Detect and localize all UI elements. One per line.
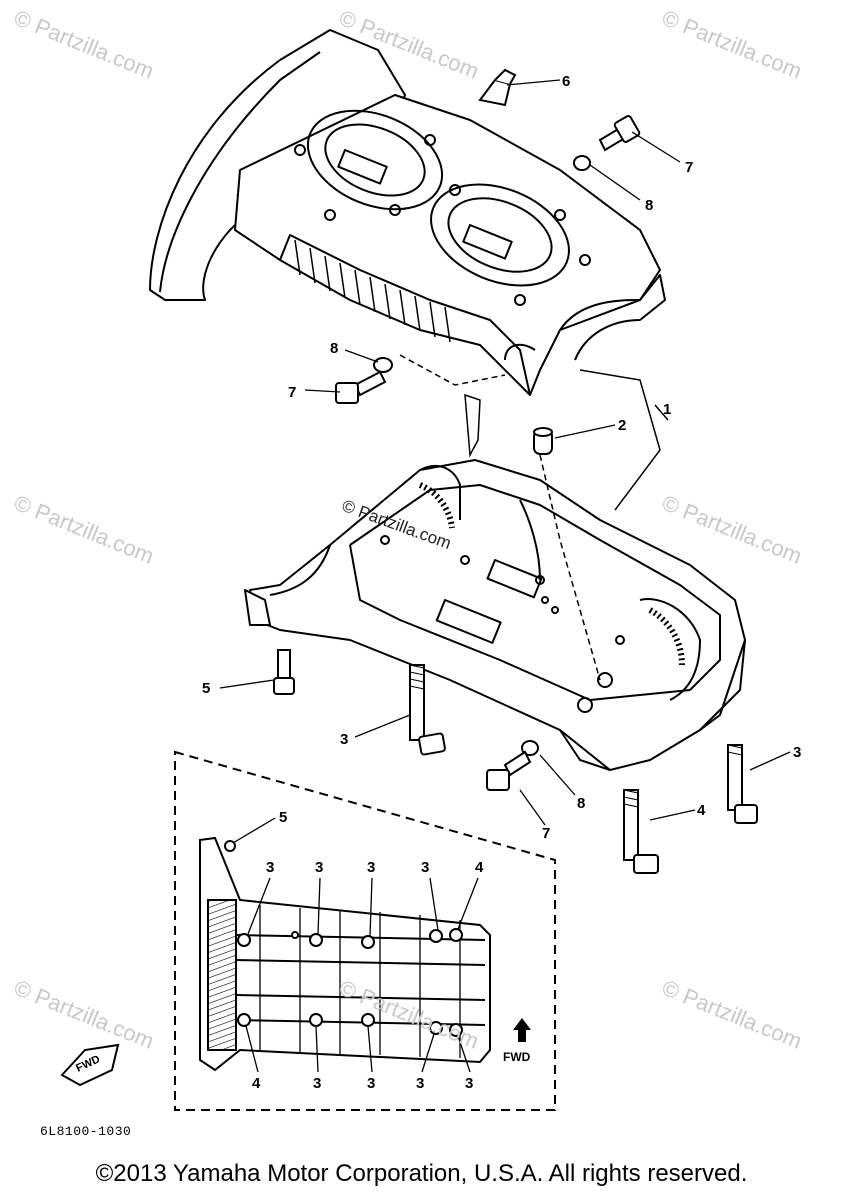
drawing-code: 6L8100-1030 xyxy=(40,1124,132,1139)
upper-crankcase xyxy=(149,29,666,396)
bolt-4 xyxy=(623,789,659,874)
bolt-3-right xyxy=(727,744,758,824)
bottom-view-inset xyxy=(174,750,556,1111)
bolt-7-lower xyxy=(486,750,532,791)
inset-callout-3d: 3 xyxy=(421,859,429,876)
inset-leader-lines xyxy=(232,817,479,1073)
inset-callout-4-bottom: 4 xyxy=(252,1075,261,1092)
callout-numbers: 6 7 8 8 7 2 1 5 3 3 8 7 4 5 3 3 3 3 4 4 … xyxy=(74,73,801,1092)
callout-7-upper: 7 xyxy=(685,159,693,176)
bolt-3-left xyxy=(409,664,446,756)
washer-8-left xyxy=(373,357,393,373)
washer-8-upper xyxy=(573,155,591,171)
inset-callout-3a: 3 xyxy=(266,859,274,876)
inset-callout-3-bottom-c: 3 xyxy=(416,1075,424,1092)
inset-callout-3-bottom-a: 3 xyxy=(313,1075,321,1092)
fwd-arrow-icon xyxy=(513,1018,531,1042)
inset-callout-3c: 3 xyxy=(367,859,375,876)
callout-3-right: 3 xyxy=(793,744,801,761)
inset-callout-5: 5 xyxy=(279,809,287,826)
callout-1: 1 xyxy=(663,401,671,418)
lower-crankcase xyxy=(244,459,746,771)
alignment-dowel xyxy=(533,427,553,455)
inset-callout-3-bottom-b: 3 xyxy=(367,1075,375,1092)
bolt-7-upper xyxy=(598,115,641,152)
plug-part-6 xyxy=(478,68,517,107)
inset-callout-4: 4 xyxy=(475,859,484,876)
fwd-badge-icon xyxy=(60,1043,120,1087)
callout-7-left: 7 xyxy=(288,384,296,401)
bolt-7-left xyxy=(335,370,387,404)
callout-6: 6 xyxy=(562,73,570,90)
bolt-5-left xyxy=(273,649,295,695)
inset-callout-3-bottom-d: 3 xyxy=(465,1075,473,1092)
fwd-label: FWD xyxy=(503,1050,531,1064)
callout-5: 5 xyxy=(202,680,210,697)
callout-3-left: 3 xyxy=(340,731,348,748)
leader-lines xyxy=(399,354,669,681)
callout-2: 2 xyxy=(618,417,626,434)
callout-leaders xyxy=(219,79,791,826)
inset-callout-3b: 3 xyxy=(315,859,323,876)
copyright-notice: ©2013 Yamaha Motor Corporation, U.S.A. A… xyxy=(95,1160,748,1187)
callout-8-upper: 8 xyxy=(645,197,653,214)
callout-4: 4 xyxy=(697,802,706,819)
callout-8-lower: 8 xyxy=(577,795,585,812)
callout-7-lower: 7 xyxy=(542,825,550,842)
washer-8-lower xyxy=(521,740,539,756)
callout-8-left: 8 xyxy=(330,340,338,357)
